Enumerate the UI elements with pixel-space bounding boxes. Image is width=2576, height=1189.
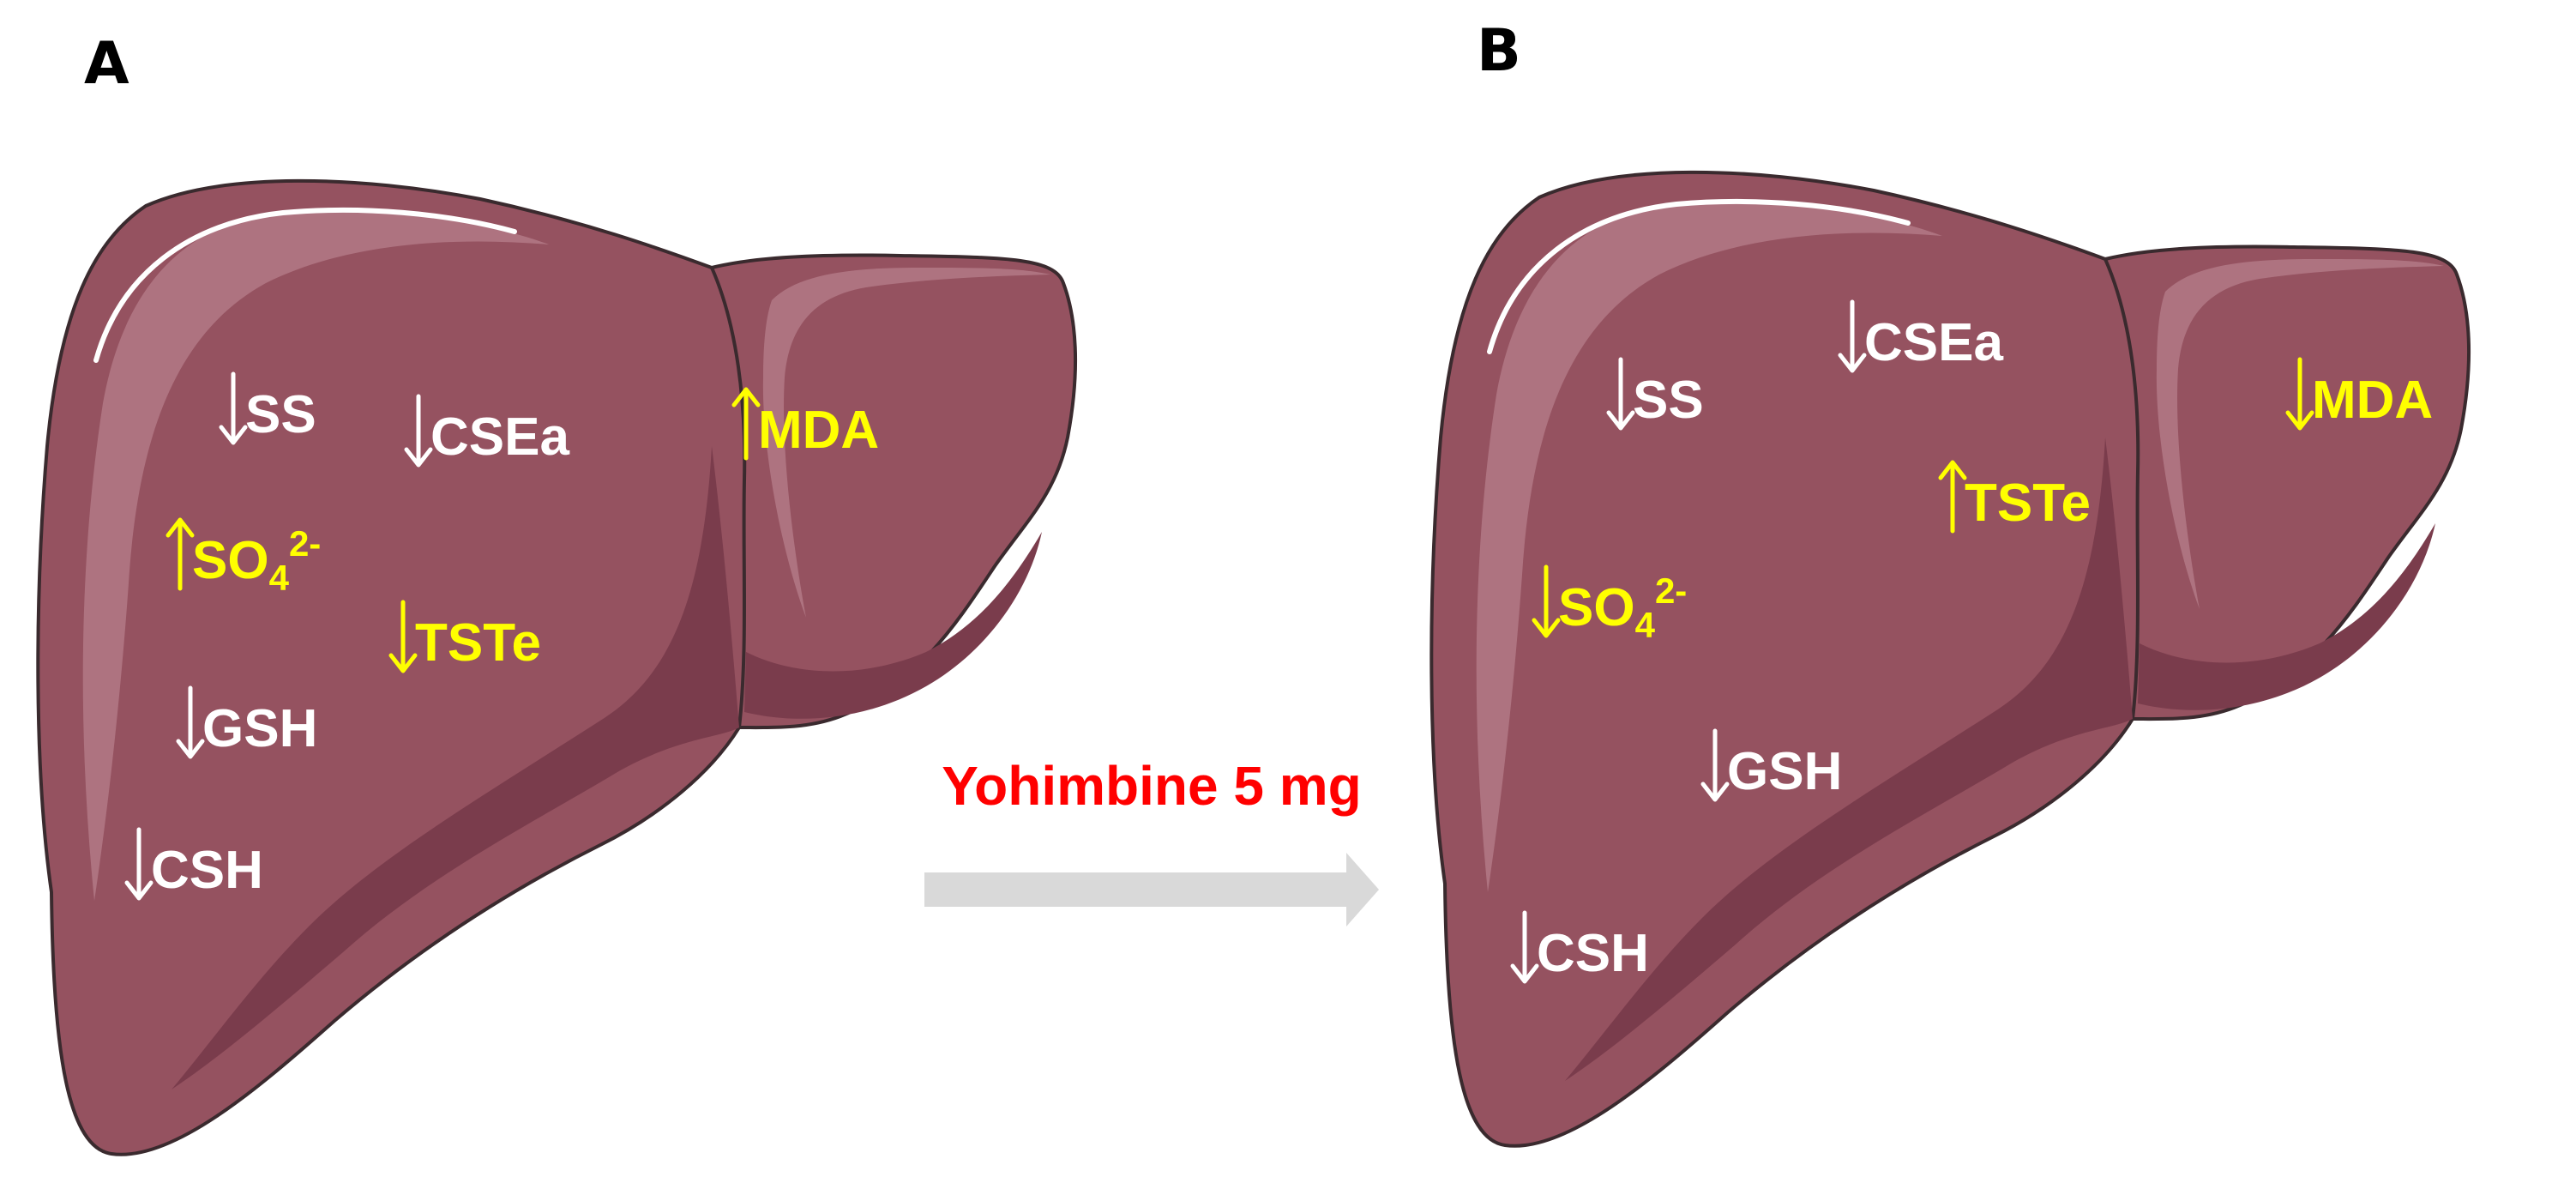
down-arrow-icon (388, 600, 418, 673)
up-arrow-icon (166, 517, 195, 591)
down-arrow-icon (124, 827, 153, 901)
panel-b-label: B (1477, 17, 1521, 85)
marker-label-csh: CSH (1537, 924, 1649, 983)
marker-tste: TSTe (388, 600, 541, 673)
marker-so4: SO42- (166, 517, 321, 598)
marker-label-tste: TSTe (415, 613, 541, 673)
marker-label-ss: SS (1633, 371, 1704, 430)
down-arrow-icon (219, 371, 248, 445)
marker-label-csh: CSH (151, 841, 263, 900)
down-arrow-icon (1606, 357, 1635, 431)
marker-gsh: GSH (1700, 728, 1842, 802)
panel-a-label: A (84, 30, 129, 98)
marker-ss: SS (1606, 357, 1704, 431)
marker-label-tste: TSTe (1965, 474, 2091, 533)
marker-label-mda: MDA (758, 401, 879, 460)
marker-label-gsh: GSH (202, 699, 317, 758)
up-arrow-icon (1938, 460, 1967, 534)
marker-mda: MDA (731, 387, 879, 461)
treatment-arrow-icon (924, 853, 1379, 926)
marker-csea: CSEa (1838, 299, 2003, 373)
marker-mda: MDA (2285, 357, 2433, 431)
marker-csea: CSEa (404, 394, 569, 468)
marker-label-so4: SO42- (1558, 570, 1687, 645)
marker-csh: CSH (124, 827, 263, 901)
marker-label-gsh: GSH (1727, 742, 1842, 801)
down-arrow-icon (1532, 564, 1561, 638)
marker-label-so4: SO42- (192, 523, 321, 598)
marker-ss: SS (219, 371, 316, 445)
marker-tste: TSTe (1938, 460, 2091, 534)
marker-label-csea: CSEa (1864, 313, 2003, 372)
down-arrow-icon (1700, 728, 1730, 802)
liver-a-illustration (38, 181, 1075, 1155)
marker-label-csea: CSEa (430, 407, 569, 467)
down-arrow-icon (176, 685, 205, 759)
treatment-label: Yohimbine 5 mg (942, 755, 1362, 817)
down-arrow-icon (1838, 299, 1867, 373)
marker-label-ss: SS (245, 385, 316, 444)
marker-gsh: GSH (176, 685, 317, 759)
marker-csh: CSH (1510, 910, 1649, 984)
down-arrow-icon (1510, 910, 1539, 984)
down-arrow-icon (2285, 357, 2314, 431)
marker-label-mda: MDA (2312, 371, 2433, 430)
up-arrow-icon (731, 387, 761, 461)
marker-so4: SO42- (1532, 564, 1687, 645)
down-arrow-icon (404, 394, 433, 468)
